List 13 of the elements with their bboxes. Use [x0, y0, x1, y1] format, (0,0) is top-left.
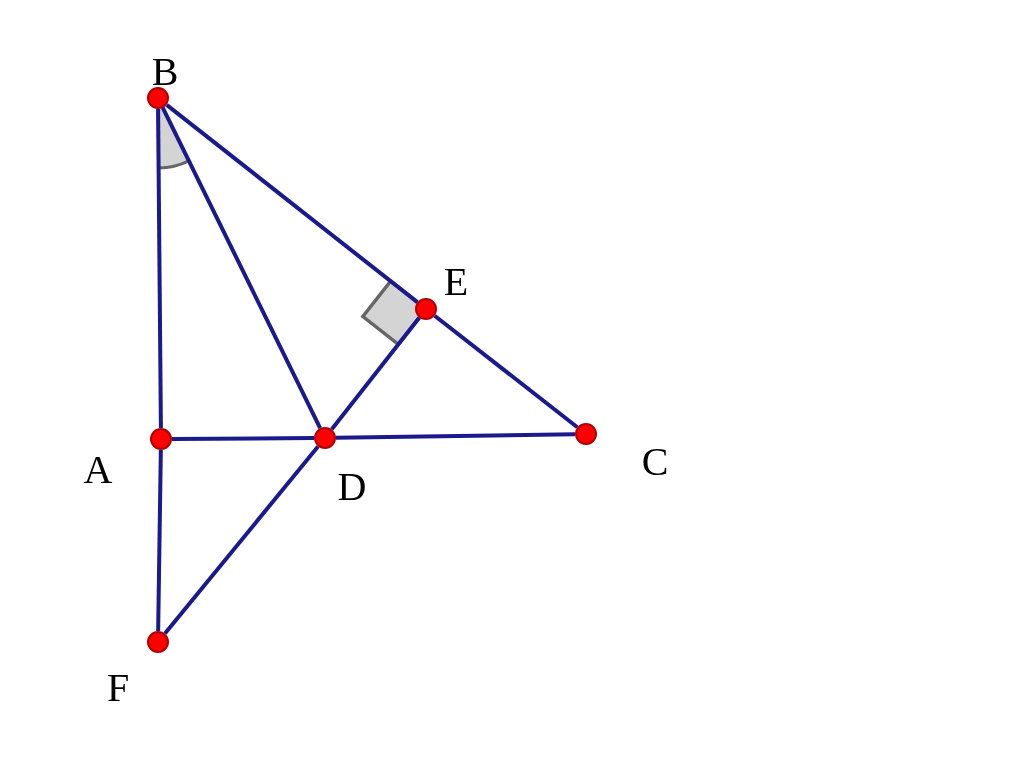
line-segment: [156, 109, 163, 428]
line-segment: [156, 449, 163, 632]
line-segment: [165, 103, 419, 304]
line-segment: [433, 314, 579, 429]
line-segment: [335, 432, 576, 440]
line-segment: [161, 107, 322, 429]
point-label: E: [443, 262, 469, 302]
point-label: A: [83, 450, 113, 490]
point-label: D: [337, 467, 367, 507]
point-label: F: [106, 668, 130, 708]
point-label: B: [151, 52, 179, 92]
point-label: C: [641, 442, 669, 482]
line-segment: [172, 436, 314, 441]
